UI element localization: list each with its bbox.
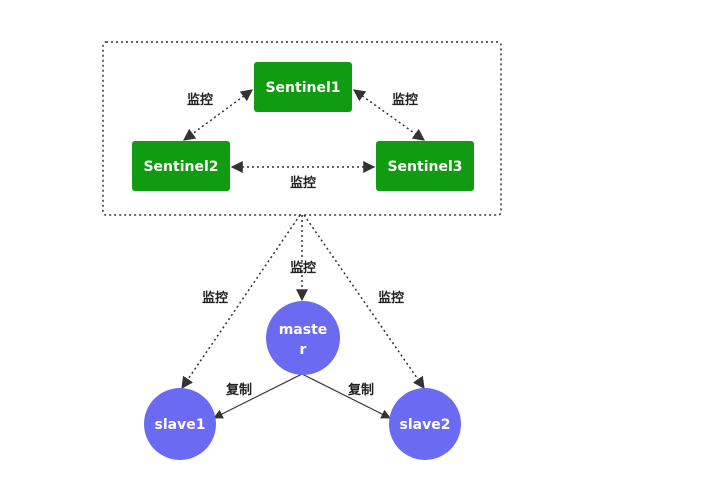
master-node: maste r <box>266 301 340 375</box>
slave1-circle <box>144 388 216 460</box>
master-label-line1: maste <box>279 322 328 338</box>
slave1-node: slave1 <box>144 388 216 460</box>
sentinel1-box <box>254 62 352 112</box>
master-circle <box>266 301 340 375</box>
label-monitor-master: 监控 <box>290 260 316 276</box>
slave2-node: slave2 <box>389 388 461 460</box>
label-replicate-slave1: 复制 <box>225 382 252 398</box>
sentinel1-node: Sentinel1 <box>254 62 352 112</box>
sentinel2-box <box>132 141 230 191</box>
slave2-circle <box>389 388 461 460</box>
slave2-label: slave2 <box>400 417 451 433</box>
label-replicate-slave2: 复制 <box>347 382 374 398</box>
sentinel3-box <box>376 141 474 191</box>
label-monitor-s1-s2: 监控 <box>187 92 213 108</box>
label-monitor-s2-s3: 监控 <box>290 175 316 191</box>
sentinel-group-frame <box>102 41 502 216</box>
label-monitor-s1-s3: 监控 <box>392 92 418 108</box>
edge-replicate-slave2 <box>301 373 391 419</box>
sentinel2-label: Sentinel2 <box>143 159 218 175</box>
sentinel1-label: Sentinel1 <box>265 80 340 96</box>
edge-sentinel1-sentinel3 <box>353 89 425 141</box>
sentinel3-node: Sentinel3 <box>376 141 474 191</box>
sentinel3-label: Sentinel3 <box>387 159 462 175</box>
master-label-line2: r <box>300 342 307 358</box>
edge-sentinel1-sentinel2 <box>183 89 253 141</box>
label-monitor-slave2: 监控 <box>378 290 404 306</box>
slave1-label: slave1 <box>155 417 206 433</box>
edge-replicate-slave1 <box>213 373 303 419</box>
sentinel2-node: Sentinel2 <box>132 141 230 191</box>
edge-monitor-slave2 <box>303 214 425 389</box>
label-monitor-slave1: 监控 <box>202 290 228 306</box>
